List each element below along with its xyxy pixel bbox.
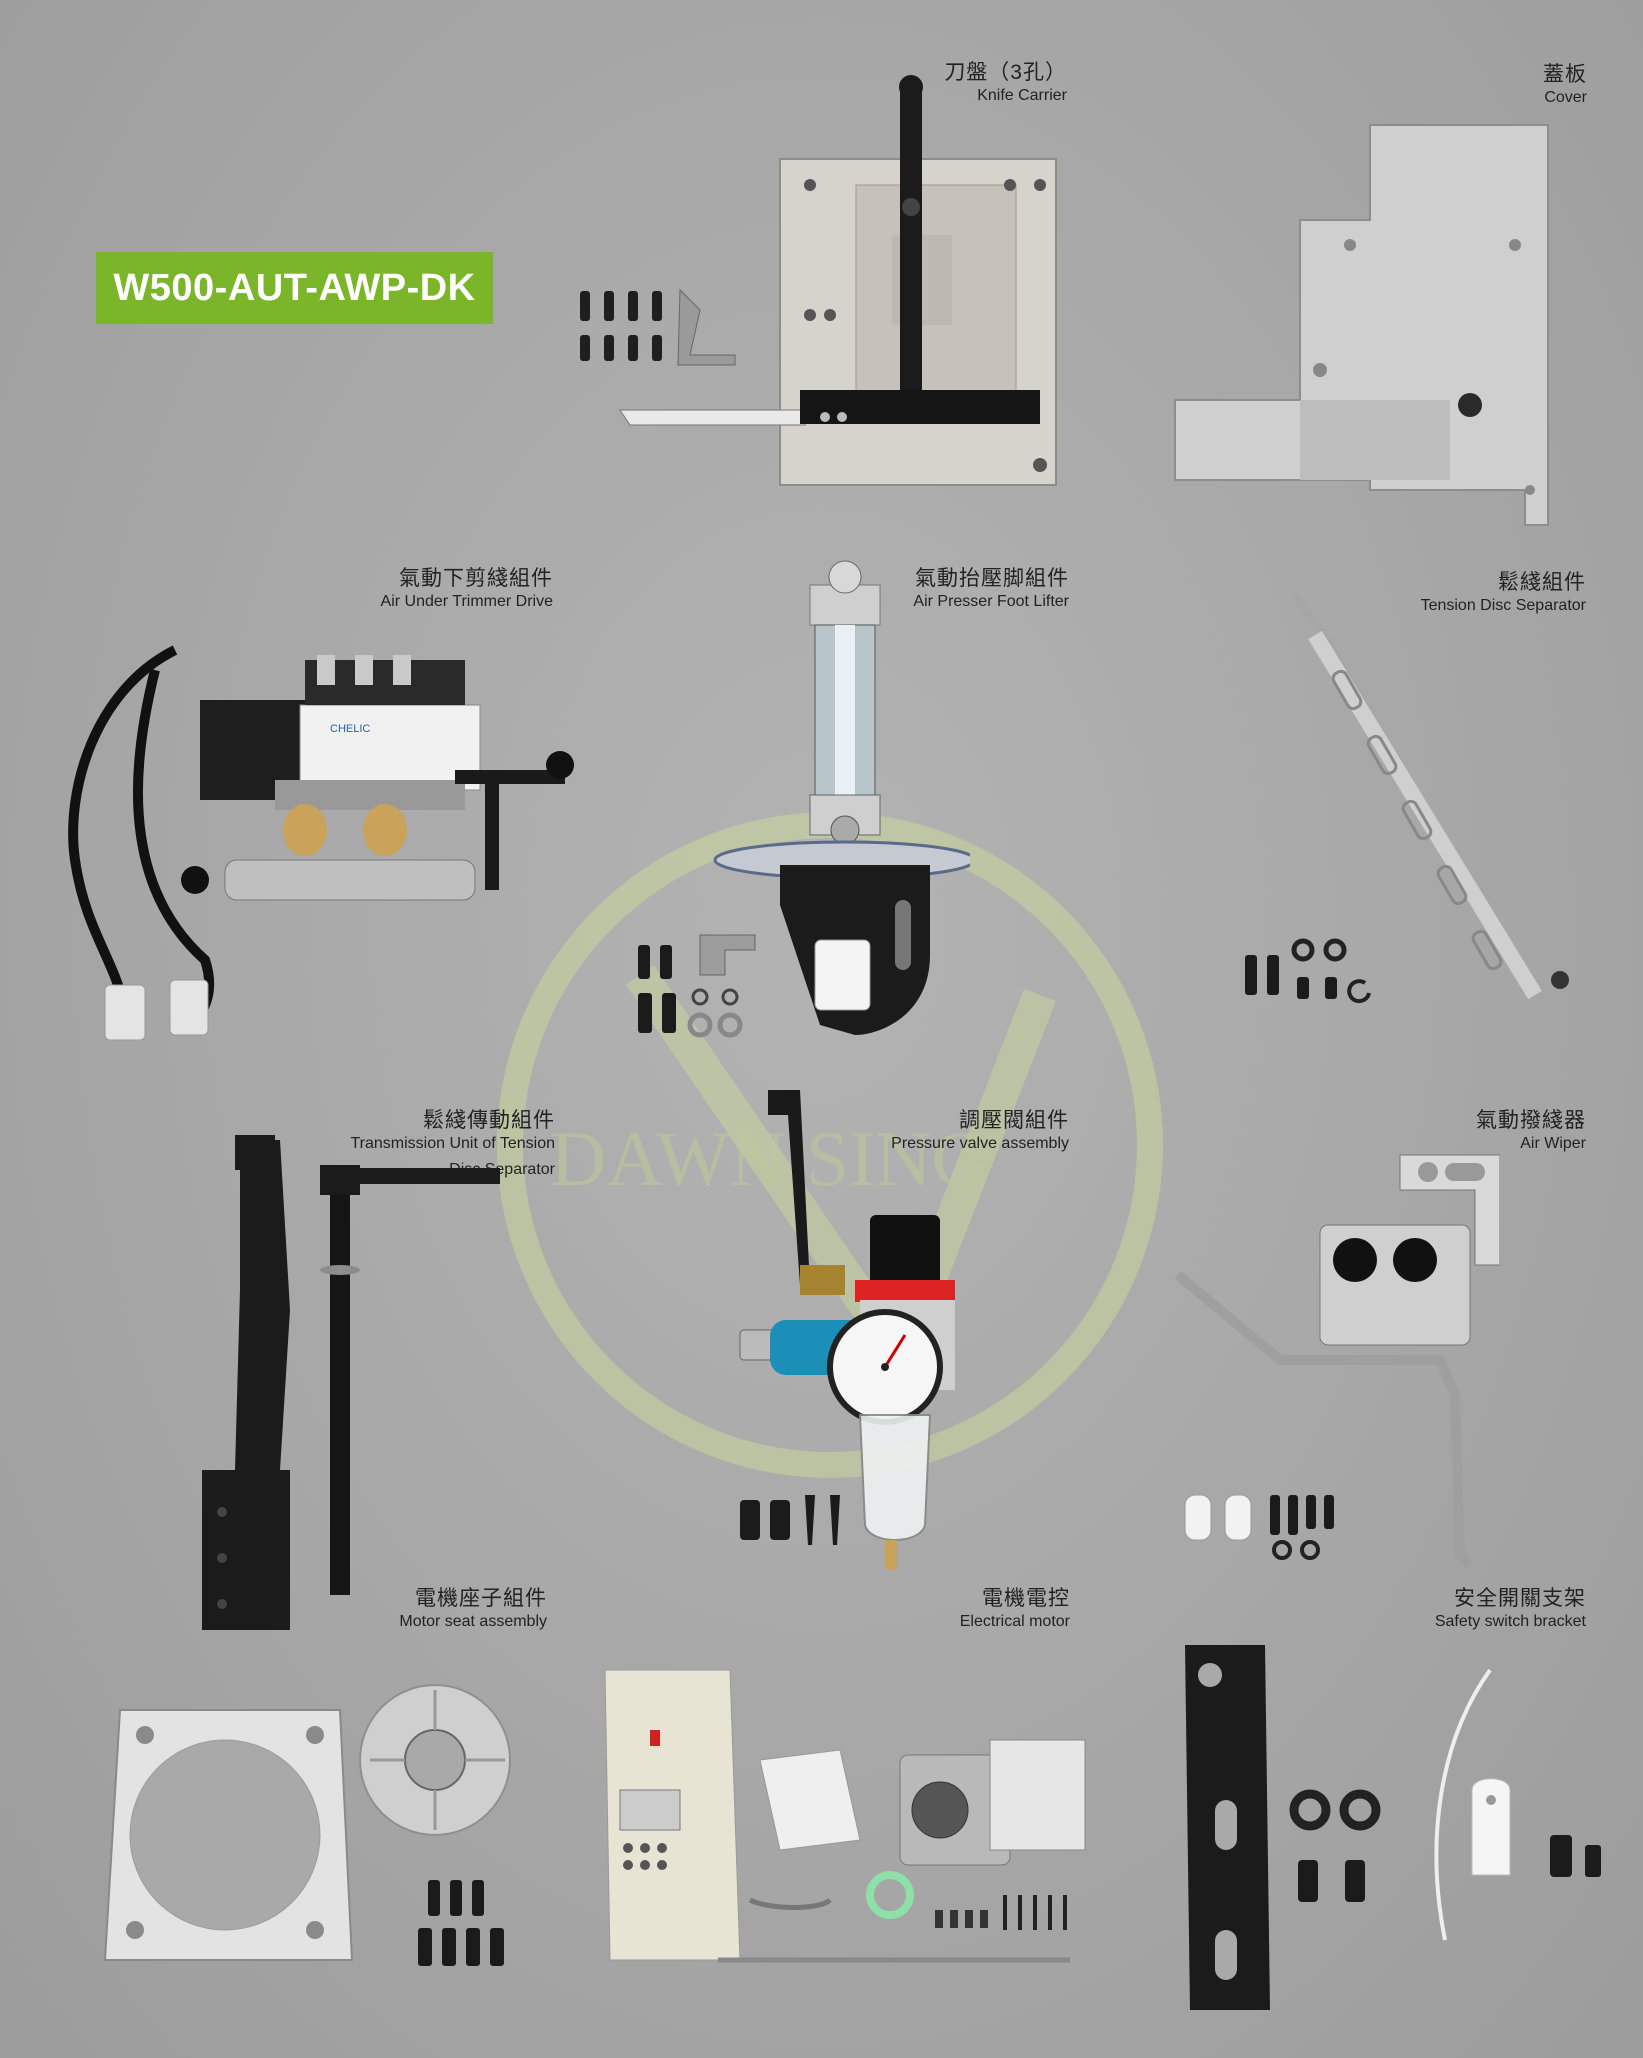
air-under-trimmer-drive-image: CHELIC [68, 645, 574, 1041]
safety-switch-bracket-name-zh: 安全開關支架 [1454, 1587, 1586, 1610]
transmission-unit-image [202, 1135, 500, 1630]
air-presser-foot-lifter-image [638, 560, 970, 1038]
air-presser-foot-lifter-name-zh: 氣動抬壓脚組件 [915, 567, 1069, 590]
label-safety-switch-bracket: 安全開關支架 Safety switch bracket [1435, 1586, 1586, 1632]
svg-text:CHELIC: CHELIC [330, 723, 370, 735]
label-pressure-valve-assembly: 調壓閥組件 Pressure valve assembly [891, 1108, 1069, 1154]
label-cover: 蓋板 Cover [1543, 62, 1587, 108]
air-wiper-name-en: Air Wiper [1520, 1135, 1586, 1153]
label-air-wiper: 氣動撥綫器 Air Wiper [1476, 1108, 1586, 1154]
label-air-presser-foot-lifter: 氣動抬壓脚組件 Air Presser Foot Lifter [913, 566, 1069, 612]
motor-seat-assembly-name-en: Motor seat assembly [399, 1613, 547, 1631]
electrical-motor-image [604, 1669, 1086, 1963]
label-electrical-motor: 電機電控 Electrical motor [960, 1586, 1070, 1632]
cover-name-zh: 蓋板 [1543, 63, 1587, 86]
label-air-under-trimmer-drive: 氣動下剪綫組件 Air Under Trimmer Drive [381, 566, 553, 612]
air-wiper-image [1174, 1154, 1500, 1569]
label-knife-carrier: 刀盤（3孔） Knife Carrier [944, 60, 1067, 106]
electrical-motor-name-zh: 電機電控 [982, 1587, 1070, 1610]
motor-seat-assembly-image [103, 1684, 511, 1966]
tension-disc-separator-image [1245, 592, 1569, 1011]
watermark-text: DAWN SING [550, 1115, 988, 1202]
electrical-motor-name-en: Electrical motor [959, 1613, 1070, 1631]
tension-disc-separator-name-en: Tension Disc Separator [1420, 597, 1586, 615]
safety-switch-bracket-image [1185, 1645, 1601, 2010]
transmission-unit-name-zh: 鬆綫傳動組件 [423, 1109, 555, 1132]
cover-name-en: Cover [1544, 89, 1587, 107]
knife-carrier-name-zh: 刀盤（3孔） [944, 61, 1067, 84]
pressure-valve-assembly-name-zh: 調壓閥組件 [959, 1109, 1069, 1132]
air-presser-foot-lifter-name-en: Air Presser Foot Lifter [913, 593, 1069, 611]
label-motor-seat-assembly: 電機座子組件 Motor seat assembly [399, 1586, 547, 1632]
pressure-valve-assembly-image [739, 1090, 955, 1570]
label-transmission-unit: 鬆綫傳動組件 Transmission Unit of Tension Disc… [350, 1108, 555, 1180]
knife-carrier-name-en: Knife Carrier [977, 87, 1067, 105]
air-under-trimmer-drive-name-zh: 氣動下剪綫組件 [399, 567, 553, 590]
label-tension-disc-separator: 鬆綫組件 Tension Disc Separator [1421, 570, 1586, 616]
model-badge: W500-AUT-AWP-DK [96, 252, 493, 324]
transmission-unit-name-en: Transmission Unit of Tension [350, 1135, 555, 1153]
tension-disc-separator-name-zh: 鬆綫組件 [1498, 571, 1586, 594]
safety-switch-bracket-name-en: Safety switch bracket [1434, 1613, 1586, 1631]
cover-image [1174, 124, 1549, 526]
motor-seat-assembly-name-zh: 電機座子組件 [415, 1587, 547, 1610]
knife-carrier-image [580, 75, 1057, 486]
air-under-trimmer-drive-name-en: Air Under Trimmer Drive [380, 593, 553, 611]
air-wiper-name-zh: 氣動撥綫器 [1476, 1109, 1586, 1132]
pressure-valve-assembly-name-en: Pressure valve assembly [891, 1135, 1069, 1153]
